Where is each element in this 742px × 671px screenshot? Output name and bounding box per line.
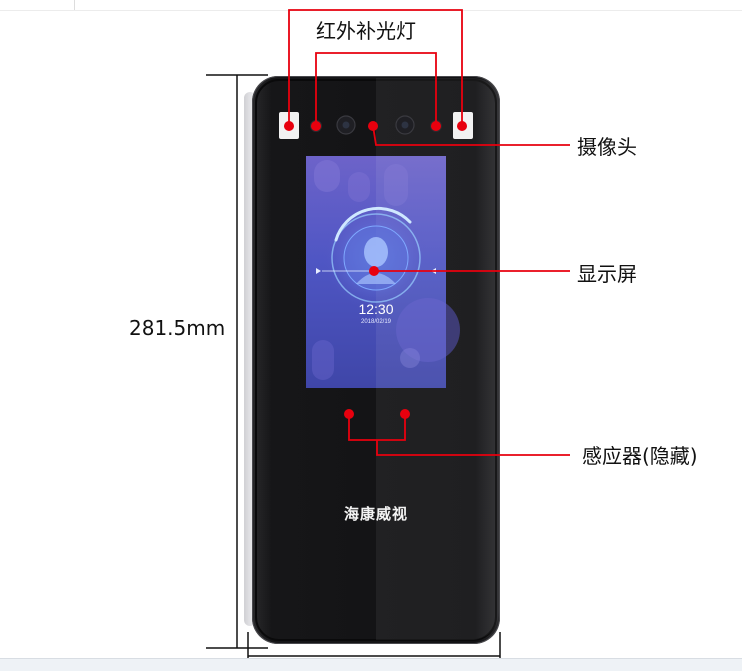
display-screen — [306, 156, 460, 388]
camera-row — [279, 112, 473, 139]
screen-clock: 12:30 — [358, 301, 394, 317]
label-ir-fill-light: 红外补光灯 — [316, 19, 416, 43]
screen-date: 2018/02/19 — [360, 319, 392, 325]
height-dimension — [206, 74, 268, 649]
bottom-strip-line — [0, 658, 742, 659]
callout-ir-fill-light — [284, 9, 467, 131]
bottom-strip — [0, 658, 742, 671]
camera-lens-right-inner — [401, 121, 409, 129]
callout-sensor — [344, 409, 570, 456]
callout-camera — [368, 121, 570, 146]
camera-lens-left-inner — [342, 121, 350, 129]
callout-display — [369, 266, 570, 276]
label-display: 显示屏 — [577, 262, 637, 286]
top-border-tick — [74, 0, 75, 10]
brand-logo-text: 海康威视 — [343, 505, 408, 523]
label-camera: 摄像头 — [577, 135, 637, 159]
label-sensor: 感应器(隐藏) — [582, 444, 698, 468]
height-dimension-label: 281.5mm — [129, 316, 226, 340]
